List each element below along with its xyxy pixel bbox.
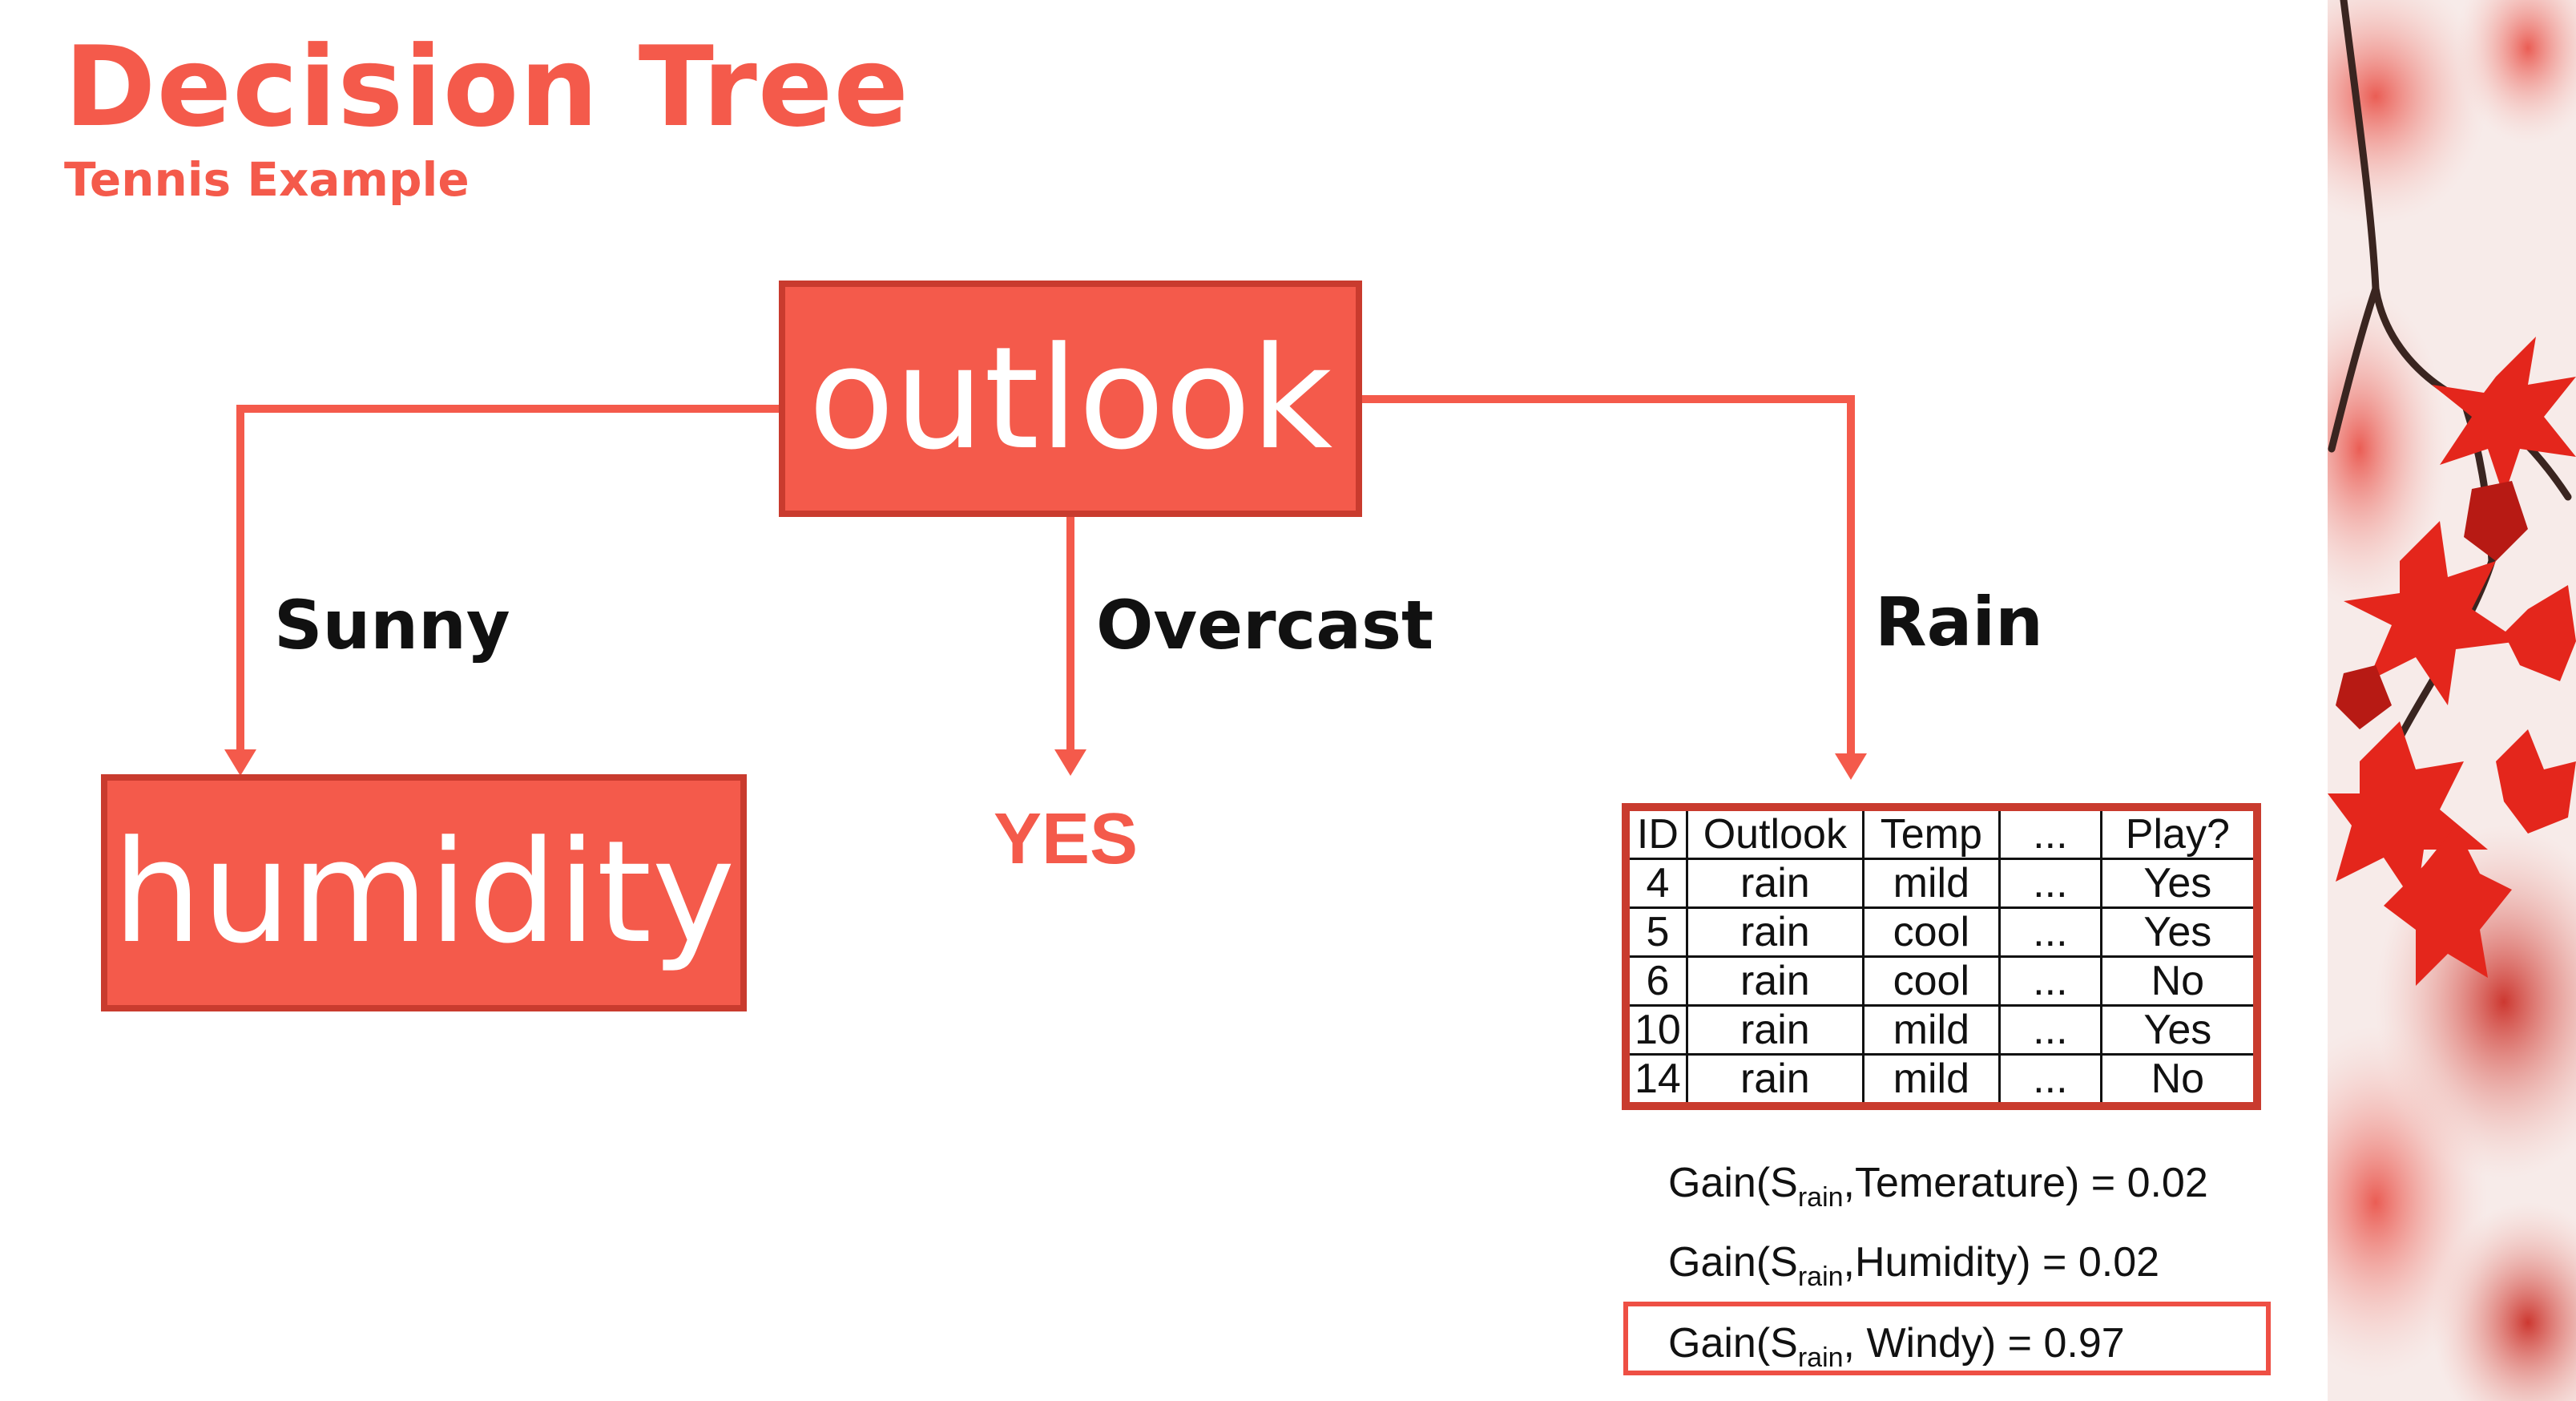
- gain-humidity: Gain(Srain,Humidity) = 0.02: [1668, 1239, 2160, 1290]
- table-row: 6 rain cool ... No: [1624, 955, 2259, 1007]
- header-outlook: Outlook: [1685, 805, 1864, 860]
- cell-play: Yes: [2099, 858, 2259, 909]
- rain-subset-table: ID Outlook Temp ... Play? 4 rain mild ..…: [1622, 803, 2261, 1110]
- gain-subscript: rain: [1797, 1262, 1844, 1292]
- cell-play: Yes: [2099, 1004, 2259, 1056]
- node-humidity: humidity: [101, 774, 747, 1011]
- gain-subscript: rain: [1797, 1342, 1844, 1373]
- cell-temp: mild: [1861, 858, 2001, 909]
- arrowhead-sunny: [224, 749, 256, 776]
- cell-ellipsis: ...: [1998, 906, 2102, 958]
- highlight-box: [1623, 1302, 2271, 1375]
- slide-subtitle: Tennis Example: [64, 152, 470, 207]
- gain-prefix: Gain(S: [1668, 1320, 1798, 1367]
- cell-outlook: rain: [1685, 858, 1864, 909]
- edge-rain: [1362, 395, 1855, 757]
- table-header-row: ID Outlook Temp ... Play?: [1624, 805, 2259, 860]
- slide-title: Decision Tree: [64, 22, 910, 151]
- gain-suffix: ,Humidity) = 0.02: [1843, 1239, 2160, 1286]
- arrowhead-rain: [1835, 753, 1867, 780]
- cell-ellipsis: ...: [1998, 1053, 2102, 1108]
- gain-windy: Gain(Srain, Windy) = 0.97: [1668, 1320, 2125, 1371]
- cell-id: 5: [1624, 906, 1688, 958]
- gain-prefix: Gain(S: [1668, 1239, 1798, 1286]
- cell-temp: cool: [1861, 955, 2001, 1007]
- gain-subscript: rain: [1797, 1182, 1844, 1213]
- cell-outlook: rain: [1685, 906, 1864, 958]
- gain-suffix: , Windy) = 0.97: [1843, 1320, 2125, 1367]
- cell-temp: cool: [1861, 906, 2001, 958]
- cell-id: 4: [1624, 858, 1688, 909]
- cell-outlook: rain: [1685, 955, 1864, 1007]
- header-ellipsis: ...: [1998, 805, 2102, 860]
- cell-id: 6: [1624, 955, 1688, 1007]
- header-id: ID: [1624, 805, 1688, 860]
- cell-ellipsis: ...: [1998, 858, 2102, 909]
- cell-temp: mild: [1861, 1004, 2001, 1056]
- table-row: 4 rain mild ... Yes: [1624, 858, 2259, 909]
- cell-outlook: rain: [1685, 1004, 1864, 1056]
- header-play: Play?: [2099, 805, 2259, 860]
- branch-label-sunny: Sunny: [274, 586, 510, 664]
- root-node-outlook: outlook: [779, 281, 1362, 517]
- arrowhead-overcast: [1054, 749, 1086, 776]
- table-row: 14 rain mild ... No: [1624, 1053, 2259, 1108]
- table-row: 10 rain mild ... Yes: [1624, 1004, 2259, 1056]
- header-temp: Temp: [1861, 805, 2001, 860]
- autumn-leaves-photo: [2328, 0, 2576, 1401]
- cell-outlook: rain: [1685, 1053, 1864, 1108]
- edge-sunny: [236, 405, 779, 753]
- cell-id: 14: [1624, 1053, 1688, 1108]
- gain-suffix: ,Temerature) = 0.02: [1843, 1160, 2208, 1206]
- cell-ellipsis: ...: [1998, 955, 2102, 1007]
- cell-ellipsis: ...: [1998, 1004, 2102, 1056]
- cell-play: No: [2099, 955, 2259, 1007]
- gain-temperature: Gain(Srain,Temerature) = 0.02: [1668, 1160, 2208, 1211]
- cell-temp: mild: [1861, 1053, 2001, 1108]
- branch-label-overcast: Overcast: [1096, 586, 1434, 664]
- gain-prefix: Gain(S: [1668, 1160, 1798, 1206]
- cell-play: No: [2099, 1053, 2259, 1108]
- branch-label-rain: Rain: [1875, 583, 2043, 661]
- leaf-yes: YES: [994, 799, 1139, 879]
- cell-id: 10: [1624, 1004, 1688, 1056]
- table-row: 5 rain cool ... Yes: [1624, 906, 2259, 958]
- cell-play: Yes: [2099, 906, 2259, 958]
